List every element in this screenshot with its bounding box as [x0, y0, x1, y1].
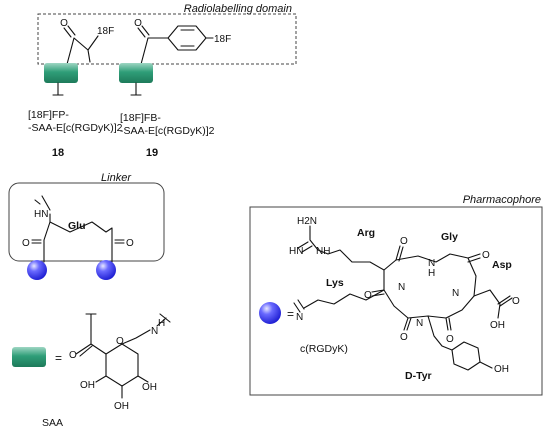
pharmacophore-sphere-icon	[27, 260, 47, 280]
saa-n: N	[151, 326, 158, 337]
pharm-o-gly: O	[482, 250, 490, 261]
saa-structure: O O N H OH OH OH	[69, 313, 171, 412]
saa-legend-block-icon	[12, 347, 46, 367]
pharm-dtyr: D-Tyr	[405, 370, 432, 382]
pharmacophore-legend-sphere-icon	[259, 302, 281, 324]
pharm-n-lys-side: N	[296, 312, 303, 323]
saa-h: H	[158, 318, 165, 329]
pharm-n-asp: N	[452, 288, 459, 299]
radiolabelling-title: Radiolabelling domain	[184, 3, 292, 15]
pharm-o-acid: O	[512, 296, 520, 307]
pharm-n-gly: N	[428, 258, 435, 269]
pharm-hn: HN	[289, 246, 303, 257]
compound-18-number: 18	[52, 147, 64, 159]
pharm-asp: Asp	[492, 259, 512, 271]
saa-oh-mid: OH	[114, 401, 129, 412]
pharm-nh-arg: NH	[316, 246, 330, 257]
fb-carbonyl-o: O	[134, 18, 142, 29]
pharm-oh-acid: OH	[490, 320, 505, 331]
fp-prosthetic-group: O 18F	[60, 18, 114, 69]
pharm-o-tyr: O	[400, 332, 408, 343]
linker-box	[8, 182, 165, 262]
saa-label: SAA	[42, 417, 63, 429]
saa-block-icon	[44, 63, 78, 83]
compound-19-line1: [18F]FB-	[120, 112, 161, 124]
pharmacophore-sphere-icon	[96, 260, 116, 280]
pharm-h-gly: H	[428, 268, 435, 279]
glutamate-linker: HN Glu O O	[22, 195, 134, 263]
pharmacophore-title: Pharmacophore	[463, 194, 541, 206]
saa-o-ring: O	[116, 336, 124, 347]
pharmacophore-box	[249, 206, 543, 396]
saa-oh-left: OH	[80, 380, 95, 391]
linker-title: Linker	[101, 172, 132, 184]
pharm-equals: =	[287, 307, 294, 321]
linker-glu: Glu	[68, 220, 86, 232]
pharm-gly: Gly	[441, 231, 458, 243]
fb-prosthetic-group: O 18F	[134, 18, 231, 69]
fb-fluorine-18: 18F	[214, 34, 231, 45]
compound-18-line2: -SAA-E[c(RGDyK)]2	[28, 122, 123, 134]
fp-fluorine-18: 18F	[97, 26, 114, 37]
compound-18-line1: [18F]FP-	[28, 109, 69, 121]
compound-19-number: 19	[146, 147, 158, 159]
saa-oh-bottom: OH	[142, 382, 157, 393]
pharm-lys: Lys	[326, 277, 344, 289]
saa-o-carbonyl: O	[69, 350, 77, 361]
compound-19-line2: -SAA-E[c(RGDyK)]2	[120, 125, 215, 137]
pharm-label: c(RGDyK)	[300, 343, 348, 355]
fp-carbonyl-o: O	[60, 18, 68, 29]
linker-hn: HN	[34, 209, 48, 220]
saa-equals: =	[55, 351, 62, 365]
linker-o-right: O	[126, 238, 134, 249]
pharm-h2n: H2N	[297, 216, 317, 227]
radiolabelling-domain-box	[37, 13, 297, 65]
crgdyk-structure: H2N HN NH Arg Gly Asp Lys D-Tyr O N H O …	[289, 216, 520, 382]
pharm-n-mid: N	[398, 282, 405, 293]
pharm-o-lys: O	[364, 290, 372, 301]
pharm-oh-phenol: OH	[494, 364, 509, 375]
pharm-n-tyr: N	[416, 318, 423, 329]
pharm-o-asp-ring: O	[446, 334, 454, 345]
pharm-arg: Arg	[357, 227, 375, 239]
pharm-o-top: O	[400, 236, 408, 247]
linker-o-left: O	[22, 238, 30, 249]
saa-block-icon	[119, 63, 153, 83]
